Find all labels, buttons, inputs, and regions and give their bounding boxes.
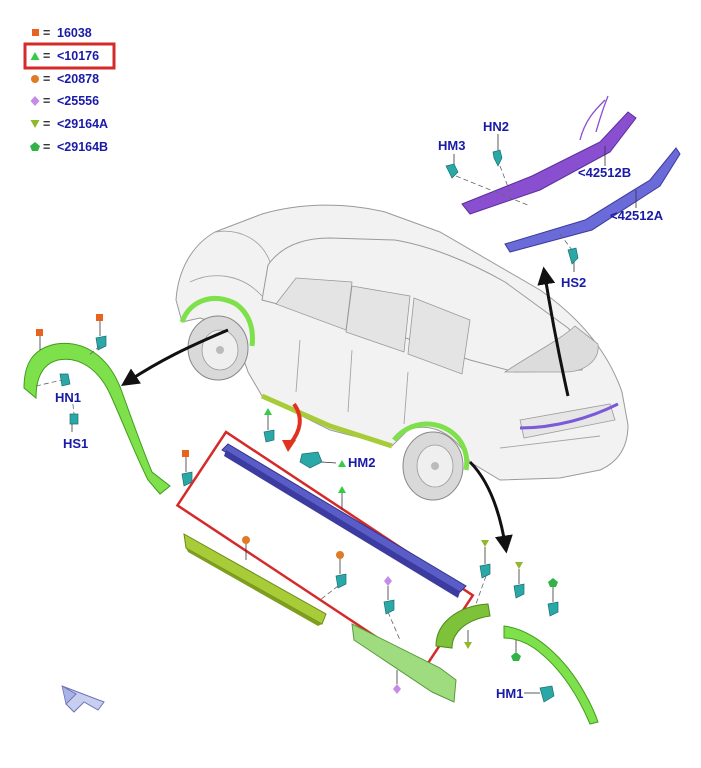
clip-hs2: HS2 bbox=[559, 233, 586, 290]
label-hn2: HN2 bbox=[483, 119, 509, 134]
label-hm1: HM1 bbox=[496, 686, 523, 701]
liftgate-trim-upper bbox=[461, 95, 637, 215]
pentagon-marker-icon bbox=[30, 142, 40, 151]
legend-item-circle: = <20878 bbox=[31, 72, 99, 86]
circle-marker-icon bbox=[31, 75, 39, 83]
square-marker-icon bbox=[96, 314, 103, 321]
label-42512b: <42512B bbox=[578, 165, 631, 180]
triangle-down-marker-icon bbox=[515, 562, 523, 569]
legend-highlight-box bbox=[23, 42, 116, 70]
triangle-down-marker-icon bbox=[30, 120, 40, 128]
rocker-panel-moulding bbox=[183, 533, 327, 626]
clip-hm3: HM3 bbox=[438, 138, 465, 179]
legend-equals: = bbox=[43, 117, 50, 131]
rear-door-lower-moulding bbox=[351, 623, 457, 703]
legend-code: <20878 bbox=[57, 72, 99, 86]
rear-wheel bbox=[402, 431, 464, 501]
square-marker-icon bbox=[36, 329, 43, 336]
rear-wheel-arch-front-piece bbox=[435, 603, 491, 649]
diamond-marker-icon bbox=[30, 96, 40, 106]
legend: = 16038 = <10176 = <20878 = <25556 = <29… bbox=[23, 26, 116, 154]
label-hm2: HM2 bbox=[348, 455, 375, 470]
legend-code: <29164B bbox=[57, 140, 108, 154]
legend-item-triangle: = <10176 bbox=[30, 49, 99, 63]
label-hn1: HN1 bbox=[55, 390, 81, 405]
legend-equals: = bbox=[43, 49, 50, 63]
running-board-fasteners: HM2 bbox=[263, 408, 375, 510]
triangle-marker-icon bbox=[338, 486, 346, 493]
rocker-fasteners bbox=[242, 536, 347, 601]
triangle-down-marker-icon bbox=[481, 540, 489, 547]
legend-item-triangle-down: = <29164A bbox=[30, 117, 108, 131]
legend-item-pentagon: = <29164B bbox=[30, 140, 108, 154]
pentagon-marker-icon bbox=[548, 578, 558, 587]
legend-code: <29164A bbox=[57, 117, 108, 131]
legend-item-diamond: = <25556 bbox=[30, 94, 99, 108]
legend-equals: = bbox=[43, 26, 50, 40]
legend-equals: = bbox=[43, 94, 50, 108]
label-hm3: HM3 bbox=[438, 138, 465, 153]
legend-code: <25556 bbox=[57, 94, 99, 108]
legend-equals: = bbox=[43, 72, 50, 86]
triangle-marker-icon bbox=[338, 460, 346, 467]
label-hs2: HS2 bbox=[561, 275, 586, 290]
square-marker-icon bbox=[32, 29, 39, 36]
vehicle-illustration bbox=[175, 204, 629, 501]
triangle-marker-icon bbox=[30, 52, 40, 60]
front-arch-fasteners: HN1 HS1 bbox=[35, 314, 193, 487]
clip-hn2: HN2 bbox=[483, 119, 509, 167]
front-direction-arrow-icon bbox=[61, 685, 105, 713]
triangle-marker-icon bbox=[264, 408, 272, 415]
circle-marker-icon bbox=[336, 551, 344, 559]
label-hs1: HS1 bbox=[63, 436, 88, 451]
front-wheel-arch-moulding bbox=[23, 342, 171, 495]
diamond-marker-icon bbox=[384, 576, 392, 586]
circle-marker-icon bbox=[242, 536, 250, 544]
rear-arch-fasteners: HM1 bbox=[464, 540, 559, 703]
rear-door-fasteners bbox=[383, 576, 401, 694]
pentagon-marker-icon bbox=[511, 652, 521, 661]
square-marker-icon bbox=[182, 450, 189, 457]
label-42512a: <42512A bbox=[610, 208, 664, 223]
triangle-down-marker-icon bbox=[464, 642, 472, 649]
front-wheel bbox=[187, 315, 249, 381]
legend-item-square: = 16038 bbox=[32, 26, 92, 40]
legend-code: 16038 bbox=[57, 26, 92, 40]
legend-code: <10176 bbox=[57, 49, 99, 63]
rear-wheel-arch-moulding bbox=[503, 625, 599, 725]
diamond-marker-icon bbox=[393, 684, 401, 694]
legend-equals: = bbox=[43, 140, 50, 154]
liftgate-trim-lower bbox=[504, 147, 681, 253]
